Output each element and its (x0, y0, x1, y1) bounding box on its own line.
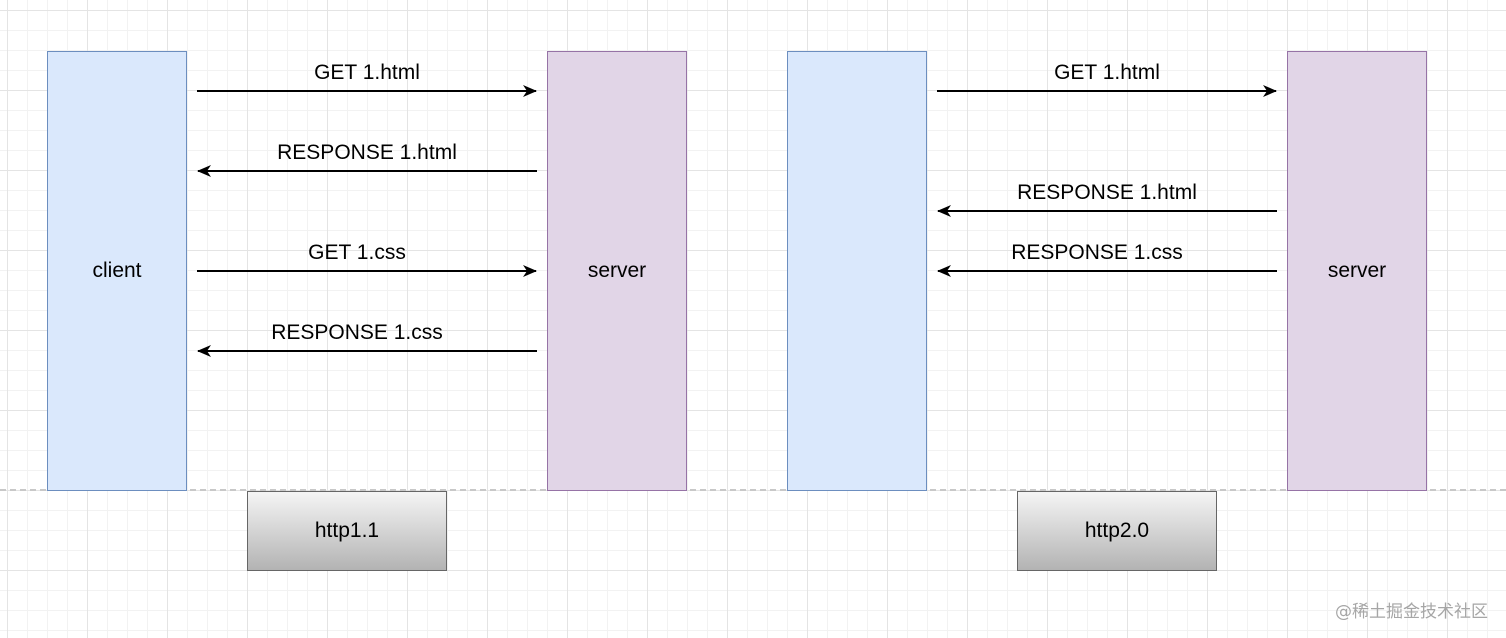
watermark: @稀土掘金技术社区 (1335, 602, 1488, 622)
right-protocol-label: http2.0 (1084, 519, 1150, 542)
left-server-box: server (547, 51, 687, 491)
right-message-label-0: GET 1.html (1054, 61, 1160, 84)
left-message-label-3: RESPONSE 1.css (271, 321, 443, 344)
left-client-label: client (92, 259, 142, 282)
left-protocol-box: http1.1 (247, 491, 447, 571)
left-message-label-1: RESPONSE 1.html (277, 141, 457, 164)
left-message-label-0: GET 1.html (314, 61, 420, 84)
left-message-label-2: GET 1.css (308, 241, 406, 264)
left-protocol-label: http1.1 (314, 519, 380, 542)
right-message-label-2: RESPONSE 1.css (1011, 241, 1183, 264)
right-protocol-box: http2.0 (1017, 491, 1217, 571)
right-message-label-1: RESPONSE 1.html (1017, 181, 1197, 204)
right-server-label: server (1327, 259, 1387, 282)
dashed-divider (0, 489, 1506, 491)
right-server-box: server (1287, 51, 1427, 491)
left-client-box: client (47, 51, 187, 491)
left-server-label: server (587, 259, 647, 282)
right-client-box (787, 51, 927, 491)
